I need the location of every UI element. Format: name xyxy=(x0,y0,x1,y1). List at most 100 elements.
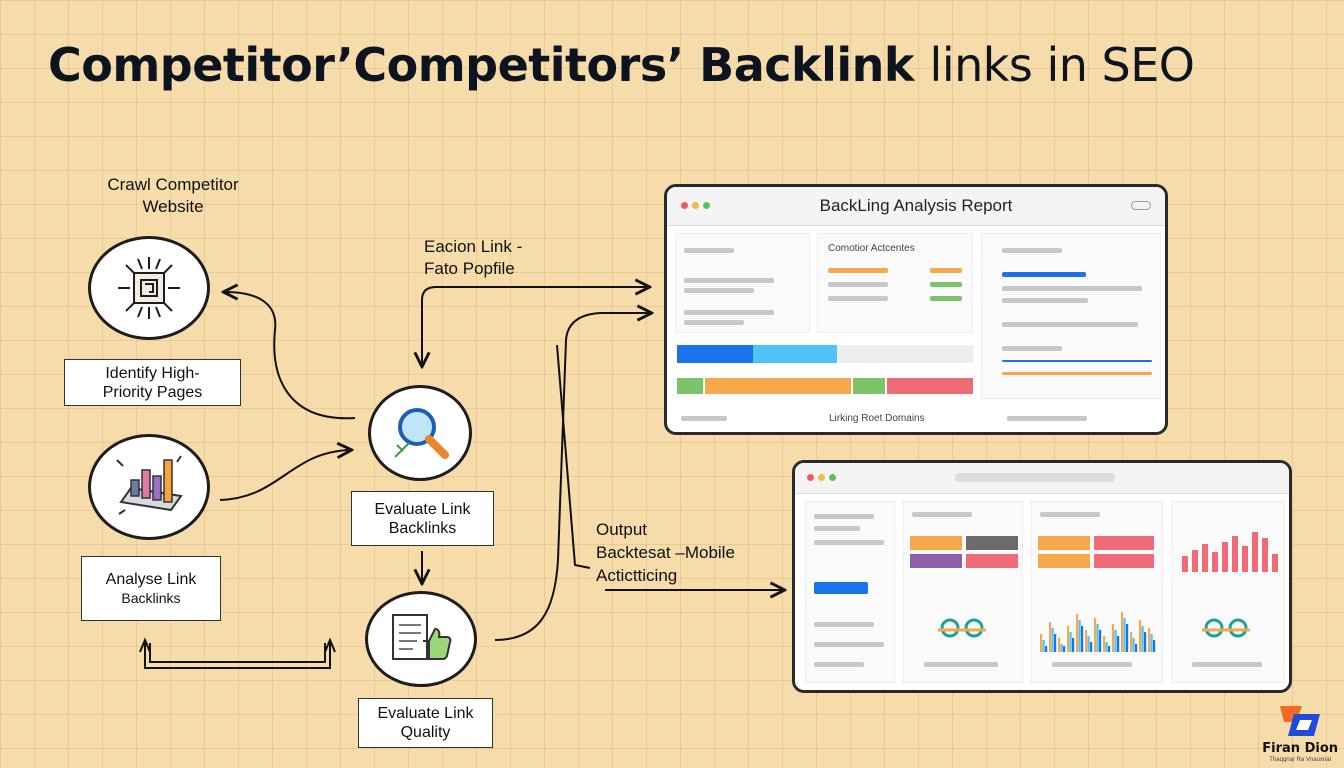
document-thumbs-up-icon xyxy=(392,614,452,660)
mini-bar xyxy=(1192,550,1198,572)
analyse-label-line2: Backlinks xyxy=(121,589,181,606)
mini-bar xyxy=(1182,556,1188,572)
analyse-backlinks-box[interactable]: Analyse Link Backlinks xyxy=(81,556,221,621)
mini-bar xyxy=(1232,536,1238,572)
brand-logo: Firan Dion Thaqqnar Ra Vnaoxnal xyxy=(1262,700,1338,764)
dashboard-card-2 xyxy=(1031,501,1163,683)
mini-bar xyxy=(1144,632,1147,652)
bar-chart-icon xyxy=(116,455,183,515)
mini-bar xyxy=(1212,552,1218,572)
stacked-bar-colors xyxy=(677,378,973,394)
stacked-bar-blue xyxy=(677,345,973,363)
arrow-to-crawl xyxy=(225,292,356,420)
multi-bar-chart xyxy=(1040,612,1156,652)
mini-bar xyxy=(1051,628,1054,652)
dashboard-close-dot[interactable] xyxy=(807,474,814,481)
report-panel-competitor: Comotior Actcentes xyxy=(817,233,973,333)
arrow-loop xyxy=(144,643,331,669)
crawl-step-node[interactable] xyxy=(88,236,210,340)
mini-bar xyxy=(1141,626,1144,652)
competitor-panel-title: Comotior Actcentes xyxy=(828,243,915,254)
arrow-quality-to-report xyxy=(494,313,650,641)
evaluate-quality-box[interactable]: Evaluate Link Quality xyxy=(358,698,493,748)
brand-name: Firan Dion xyxy=(1262,741,1338,756)
mini-bar xyxy=(1108,646,1111,652)
arrow-analyse-to-evaluate xyxy=(219,450,350,501)
mini-bar xyxy=(1123,618,1126,652)
mini-bar xyxy=(1096,624,1099,652)
window-toggle-icon[interactable] xyxy=(1131,201,1151,210)
mini-bar xyxy=(1081,626,1084,652)
mini-bar xyxy=(1072,638,1075,652)
mini-bar xyxy=(1126,624,1129,652)
mini-bar xyxy=(1054,634,1057,652)
mini-bar xyxy=(1049,622,1052,652)
mini-bar xyxy=(1262,538,1268,572)
mini-bar xyxy=(1242,546,1248,572)
mini-bar xyxy=(1148,628,1151,652)
mini-bar xyxy=(1130,632,1133,652)
mini-bar xyxy=(1132,638,1135,652)
backlink-report-window[interactable]: BackLing Analysis Report Comotior Actcen… xyxy=(664,184,1168,435)
evaluate-backlinks-node[interactable] xyxy=(368,385,472,481)
mini-bar xyxy=(1040,634,1043,652)
label-link-profile: Eacion Link - Fato Popfile xyxy=(424,237,523,278)
mini-bar xyxy=(1153,640,1156,652)
dashboard-sidebar xyxy=(805,501,895,683)
mini-bar xyxy=(1078,620,1081,652)
label-crawl-website: Crawl Competitor Website xyxy=(107,175,239,216)
website-crawl-icon xyxy=(118,257,180,319)
mini-bar xyxy=(1252,532,1258,572)
dashboard-card-1 xyxy=(903,501,1023,683)
mini-bar xyxy=(1087,636,1090,652)
identify-pages-box[interactable]: Identify High- Priority Pages xyxy=(64,359,241,406)
mini-bar xyxy=(1094,618,1097,652)
mini-bar xyxy=(1117,636,1120,652)
arrow-profile-to-report xyxy=(422,287,648,365)
network-icon-2 xyxy=(1202,618,1250,638)
mini-bar xyxy=(1114,630,1117,652)
dashboard-titlebar xyxy=(795,463,1289,494)
mini-bar xyxy=(1067,626,1070,652)
mini-bar xyxy=(1112,624,1115,652)
evaluate-backlinks-box[interactable]: Evaluate Link Backlinks xyxy=(351,491,494,546)
dashboard-primary-button[interactable] xyxy=(814,582,868,594)
mini-bar xyxy=(1139,620,1142,652)
report-title: BackLing Analysis Report xyxy=(819,196,1013,215)
analyse-label-line1: Analyse Link xyxy=(105,570,197,588)
dashboard-card-3 xyxy=(1171,501,1285,683)
dashboard-address-bar[interactable] xyxy=(955,473,1115,482)
analyse-step-node[interactable] xyxy=(88,434,210,540)
mini-bar xyxy=(1105,642,1108,652)
mini-bar xyxy=(1222,542,1228,572)
mini-bar xyxy=(1099,630,1102,652)
arrow-output-line xyxy=(556,344,591,569)
mini-bar xyxy=(1103,636,1106,652)
label-output: Output Backtesat –Mobile Actictticing xyxy=(596,520,735,585)
mini-bar xyxy=(1060,644,1063,652)
report-titlebar: BackLing Analysis Report xyxy=(667,187,1165,226)
mini-bar xyxy=(1135,644,1138,652)
window-close-dot[interactable] xyxy=(681,202,688,209)
window-minimize-dot[interactable] xyxy=(692,202,699,209)
mini-bar xyxy=(1076,614,1079,652)
mini-bar xyxy=(1272,554,1278,572)
network-icon xyxy=(938,618,986,638)
brand-logo-icon xyxy=(1280,706,1321,736)
page-title: Competitor’Competitors’ Backlink links i… xyxy=(48,38,1195,92)
mini-bar xyxy=(1090,642,1093,652)
mini-bar xyxy=(1121,612,1124,652)
mini-bar xyxy=(1150,634,1153,652)
magnifier-icon xyxy=(394,408,449,459)
analytics-dashboard-window[interactable] xyxy=(792,460,1292,693)
window-maximize-dot[interactable] xyxy=(703,202,710,209)
dashboard-minimize-dot[interactable] xyxy=(818,474,825,481)
mini-bar xyxy=(1202,544,1208,572)
evaluate-quality-node[interactable] xyxy=(365,591,477,687)
red-bar-chart xyxy=(1182,532,1278,572)
mini-bar xyxy=(1045,646,1048,652)
mini-bar xyxy=(1069,632,1072,652)
report-panel-right xyxy=(981,233,1161,399)
dashboard-maximize-dot[interactable] xyxy=(829,474,836,481)
